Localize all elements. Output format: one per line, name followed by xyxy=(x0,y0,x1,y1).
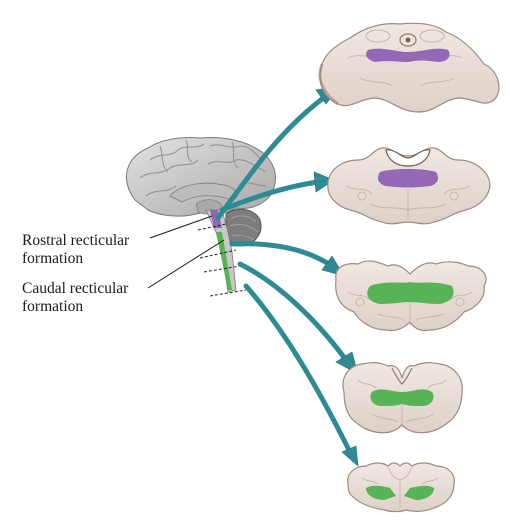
arrow-to-midbrain xyxy=(215,93,329,221)
lower-medulla-section-slab xyxy=(347,462,455,513)
lower-pons-reticular-region xyxy=(367,282,454,304)
upper-medulla-notch xyxy=(391,367,413,385)
lower-medulla-section-texture xyxy=(361,465,439,508)
arrow-to-lower-pons xyxy=(229,241,335,269)
midbrain-section-slab xyxy=(319,22,500,113)
cerebral-gyri xyxy=(139,139,267,197)
upper-pons-reticular-region xyxy=(378,169,438,188)
arrows xyxy=(215,93,353,455)
section-level-markers xyxy=(197,223,247,297)
upper-pons-section-texture xyxy=(345,185,471,220)
lower-medulla-section xyxy=(347,462,455,513)
upper-medulla-section xyxy=(342,362,463,434)
caudal-label-line1: Caudal recticular xyxy=(22,280,129,297)
midbrain-section-edge xyxy=(318,63,339,106)
fourth-ventricle xyxy=(385,149,431,167)
midbrain-section xyxy=(318,22,500,113)
label-leaders xyxy=(147,215,225,289)
caudal-reticular-formation-label: Caudal recticular formation xyxy=(22,280,128,316)
midbrain-reticular-region xyxy=(366,48,450,62)
arrow-to-upper-medulla xyxy=(237,261,349,363)
rostral-leader xyxy=(149,215,213,239)
caudal-leader xyxy=(147,239,225,289)
upper-medulla-reticular-region xyxy=(370,389,434,406)
lower-pons-section-texture xyxy=(347,291,473,326)
arrow-to-upper-pons xyxy=(219,179,321,213)
rostral-label-line1: Rostral recticular xyxy=(22,232,130,249)
arrowhead-lower-medulla xyxy=(341,445,359,467)
rostral-reticular-formation-label: Rostral recticular formation xyxy=(22,232,129,268)
lower-medulla-reticular-region-right xyxy=(404,485,434,500)
lower-medulla-reticular-region xyxy=(366,485,396,500)
aqueduct-lumen xyxy=(405,37,411,43)
cerebellum xyxy=(225,208,262,247)
lower-pons-section xyxy=(335,260,487,332)
caudal-label-line2: formation xyxy=(22,298,84,315)
arrow-to-lower-medulla xyxy=(243,283,353,455)
cerebellar-folia xyxy=(229,215,259,241)
upper-pons-section xyxy=(327,147,491,225)
brain-sagittal xyxy=(126,137,277,297)
rostral-label-line2: formation xyxy=(22,250,84,267)
caudal-region-marker xyxy=(216,232,232,290)
arrowhead-upper-pons xyxy=(313,171,335,193)
